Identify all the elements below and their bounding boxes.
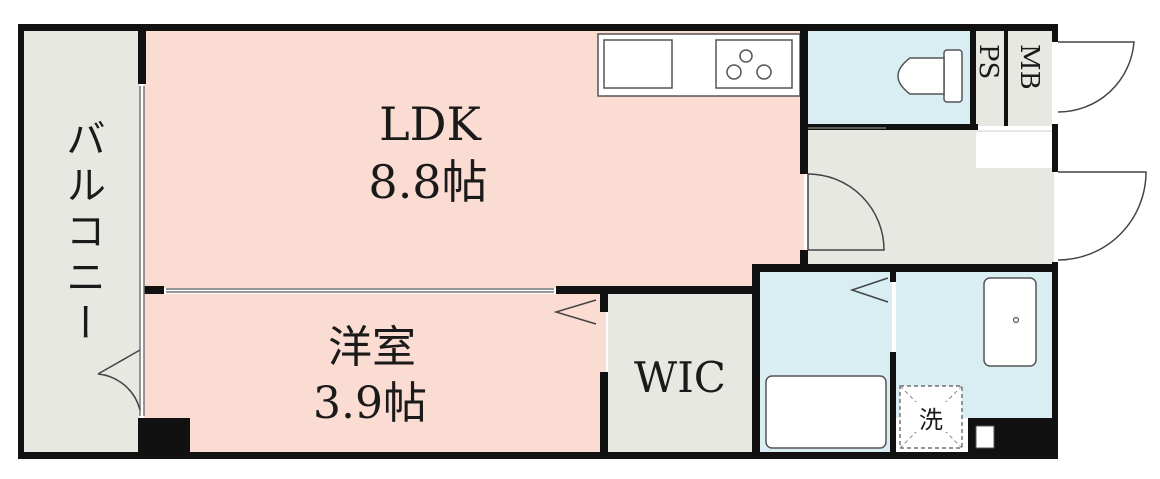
burner-3: [756, 64, 772, 80]
basin-drain: [1012, 316, 1020, 324]
ldk-name: LDK: [379, 97, 482, 151]
burner-2: [726, 64, 742, 80]
burner-1: [739, 49, 753, 63]
balcony-label: バルコニー: [59, 118, 105, 348]
doors: [97, 41, 1147, 411]
windows: [139, 86, 886, 416]
wic-floor: [608, 294, 754, 454]
ldk-size: 8.8帖: [368, 155, 487, 209]
western-room-size: 3.9帖: [313, 378, 427, 429]
wic-label: WIC: [634, 353, 726, 402]
mb-label: MB: [1014, 44, 1044, 90]
washer-label-bg: [914, 402, 948, 432]
hall-floor: [808, 130, 974, 266]
bathtub: [765, 375, 887, 449]
western-room-name: 洋室: [328, 322, 416, 373]
toilet-tank: [943, 49, 963, 103]
entrance-step: [976, 132, 1052, 168]
stove: [715, 39, 793, 89]
mb-floor: [1006, 30, 1052, 126]
ps-label: PS: [973, 44, 1003, 79]
western-room-floor: [144, 294, 606, 454]
washer-label: 洗: [919, 406, 943, 434]
walls: [18, 24, 1058, 459]
toilet-bowl: [897, 57, 945, 95]
kitchen-sink: [603, 39, 673, 89]
balcony-floor: [22, 28, 140, 458]
wash-basin: [983, 277, 1037, 367]
corner-notch: [975, 425, 995, 449]
